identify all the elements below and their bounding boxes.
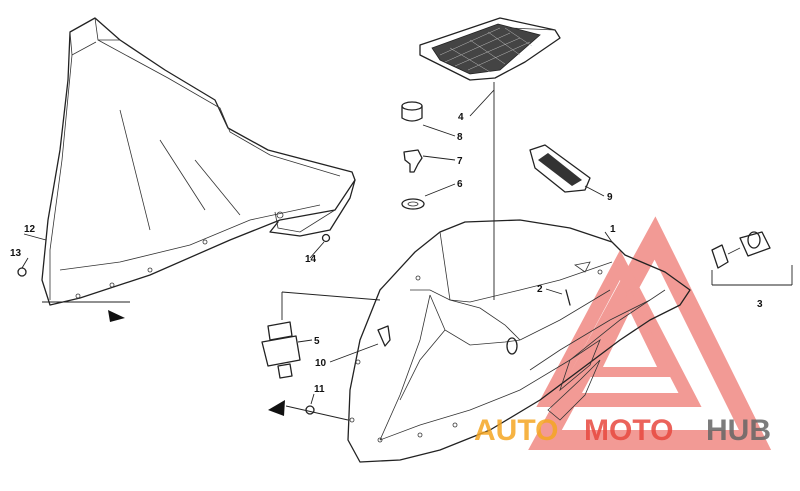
callout-10: 10 [315,358,327,369]
callout-2: 2 [537,284,543,295]
part-9-housing [529,144,605,197]
part-5-plug [261,291,381,379]
watermark-part1: AUTO [474,414,558,447]
watermark-part2: MOTO [584,414,673,447]
callout-1: 1 [610,224,616,235]
callout-8: 8 [457,132,463,143]
part-6-ring [401,183,456,210]
windshield [41,17,356,306]
arrow-indicator-hood [268,400,349,421]
part-3-knob [711,231,793,286]
part-1-hood [347,219,691,463]
callout-4: 4 [458,112,464,123]
watermark-logo [528,216,772,450]
arrow-indicator-windshield [42,301,130,322]
fastener-10 [329,325,391,363]
fastener-2 [545,288,571,306]
watermark-text: AUTO MOTO HUB [474,414,771,447]
callout-3: 3 [757,299,763,310]
part-7-key [403,149,456,173]
callout-13: 13 [10,248,22,259]
watermark-part3: HUB [706,414,771,447]
callout-9: 9 [607,192,613,203]
fastener-11 [305,393,315,415]
callout-14: 14 [305,254,317,265]
callout-6: 6 [457,179,463,190]
callout-labels: 1 2 3 4 5 6 7 8 9 10 11 12 13 14 [10,112,763,395]
callout-5: 5 [314,336,320,347]
fastener-14 [309,233,331,259]
callout-12: 12 [24,224,36,235]
fastener-13 [17,257,29,277]
callout-7: 7 [457,156,463,167]
part-8-cap [401,101,456,137]
part-4-grille [419,17,561,300]
callout-11: 11 [314,384,325,395]
